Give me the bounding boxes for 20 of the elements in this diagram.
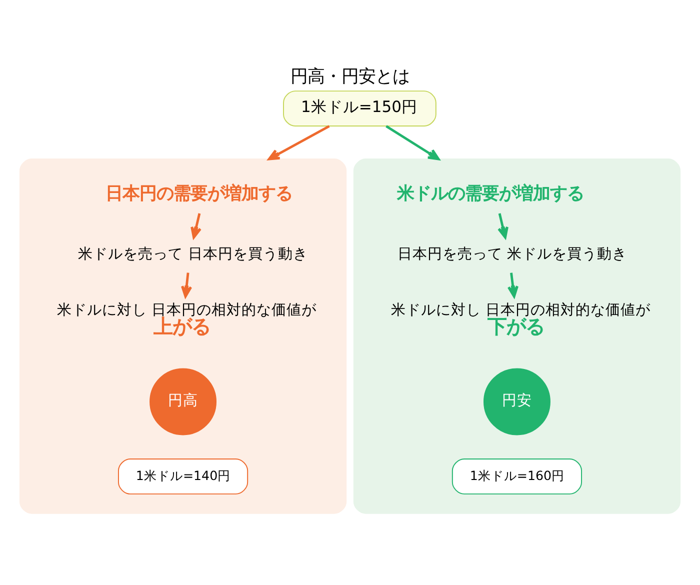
node-text: 米ドルを売って 日本円を買う動き [78, 246, 308, 263]
arrow [268, 125, 330, 160]
node-circle: 円安 [483, 368, 550, 436]
node-text: 米ドルに対し 日本円の相対的な価値が 上がる [56, 301, 316, 338]
node-circle: 円高 [150, 368, 217, 436]
cluster [353, 158, 681, 514]
node-box: 1米ドル=140円 [118, 458, 248, 494]
arrow [507, 272, 518, 298]
arrow [498, 213, 508, 239]
arrow [180, 272, 192, 298]
node-text: 米ドルの需要が増加する [397, 184, 584, 204]
diagram-title: 円高・円安とは [290, 66, 410, 87]
node-text: 日本円の需要が増加する [105, 184, 292, 204]
arrow [190, 213, 202, 239]
node-text: 米ドルに対し 日本円の相対的な価値が 下がる [390, 301, 650, 338]
node-box: 1米ドル=150円 [283, 90, 436, 126]
node-text: 日本円を売って 米ドルを買う動き [398, 246, 628, 263]
cluster [19, 158, 347, 514]
arrow [386, 125, 440, 160]
node-box: 1米ドル=160円 [452, 458, 582, 494]
